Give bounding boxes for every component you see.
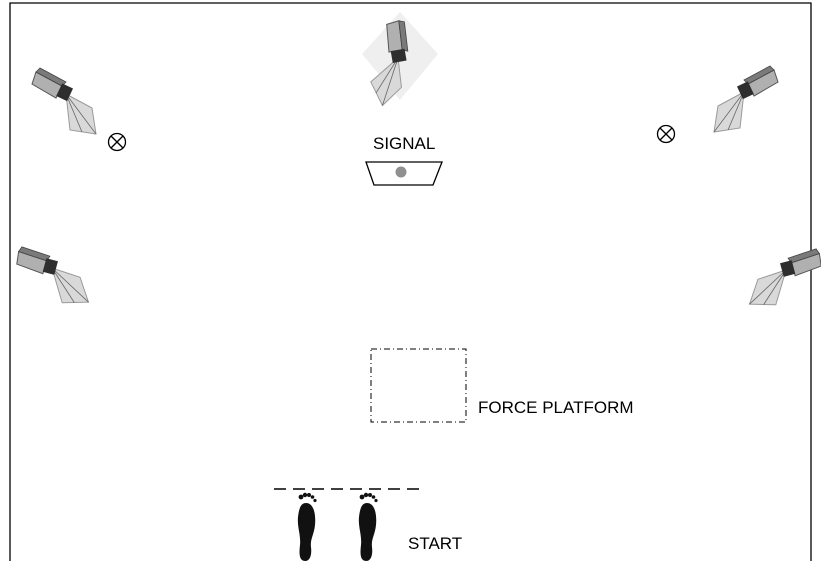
signal-label: SIGNAL — [373, 134, 435, 153]
crossed-circle-lamp-icon — [656, 124, 676, 144]
force-platform-label: FORCE PLATFORM — [478, 398, 634, 417]
force-platform — [370, 348, 467, 423]
footprint-icon — [297, 492, 317, 561]
camera-icon — [748, 238, 821, 316]
camera-icon — [345, 12, 438, 107]
room-boundary — [9, 2, 812, 561]
crossed-circle-lamp-icon — [107, 132, 127, 152]
camera-icon — [13, 236, 90, 314]
start-label: START — [408, 534, 462, 553]
camera-icon — [31, 67, 97, 135]
camera-icon — [713, 65, 779, 133]
signal-light-icon — [365, 161, 443, 186]
footprint-icon — [358, 492, 378, 561]
